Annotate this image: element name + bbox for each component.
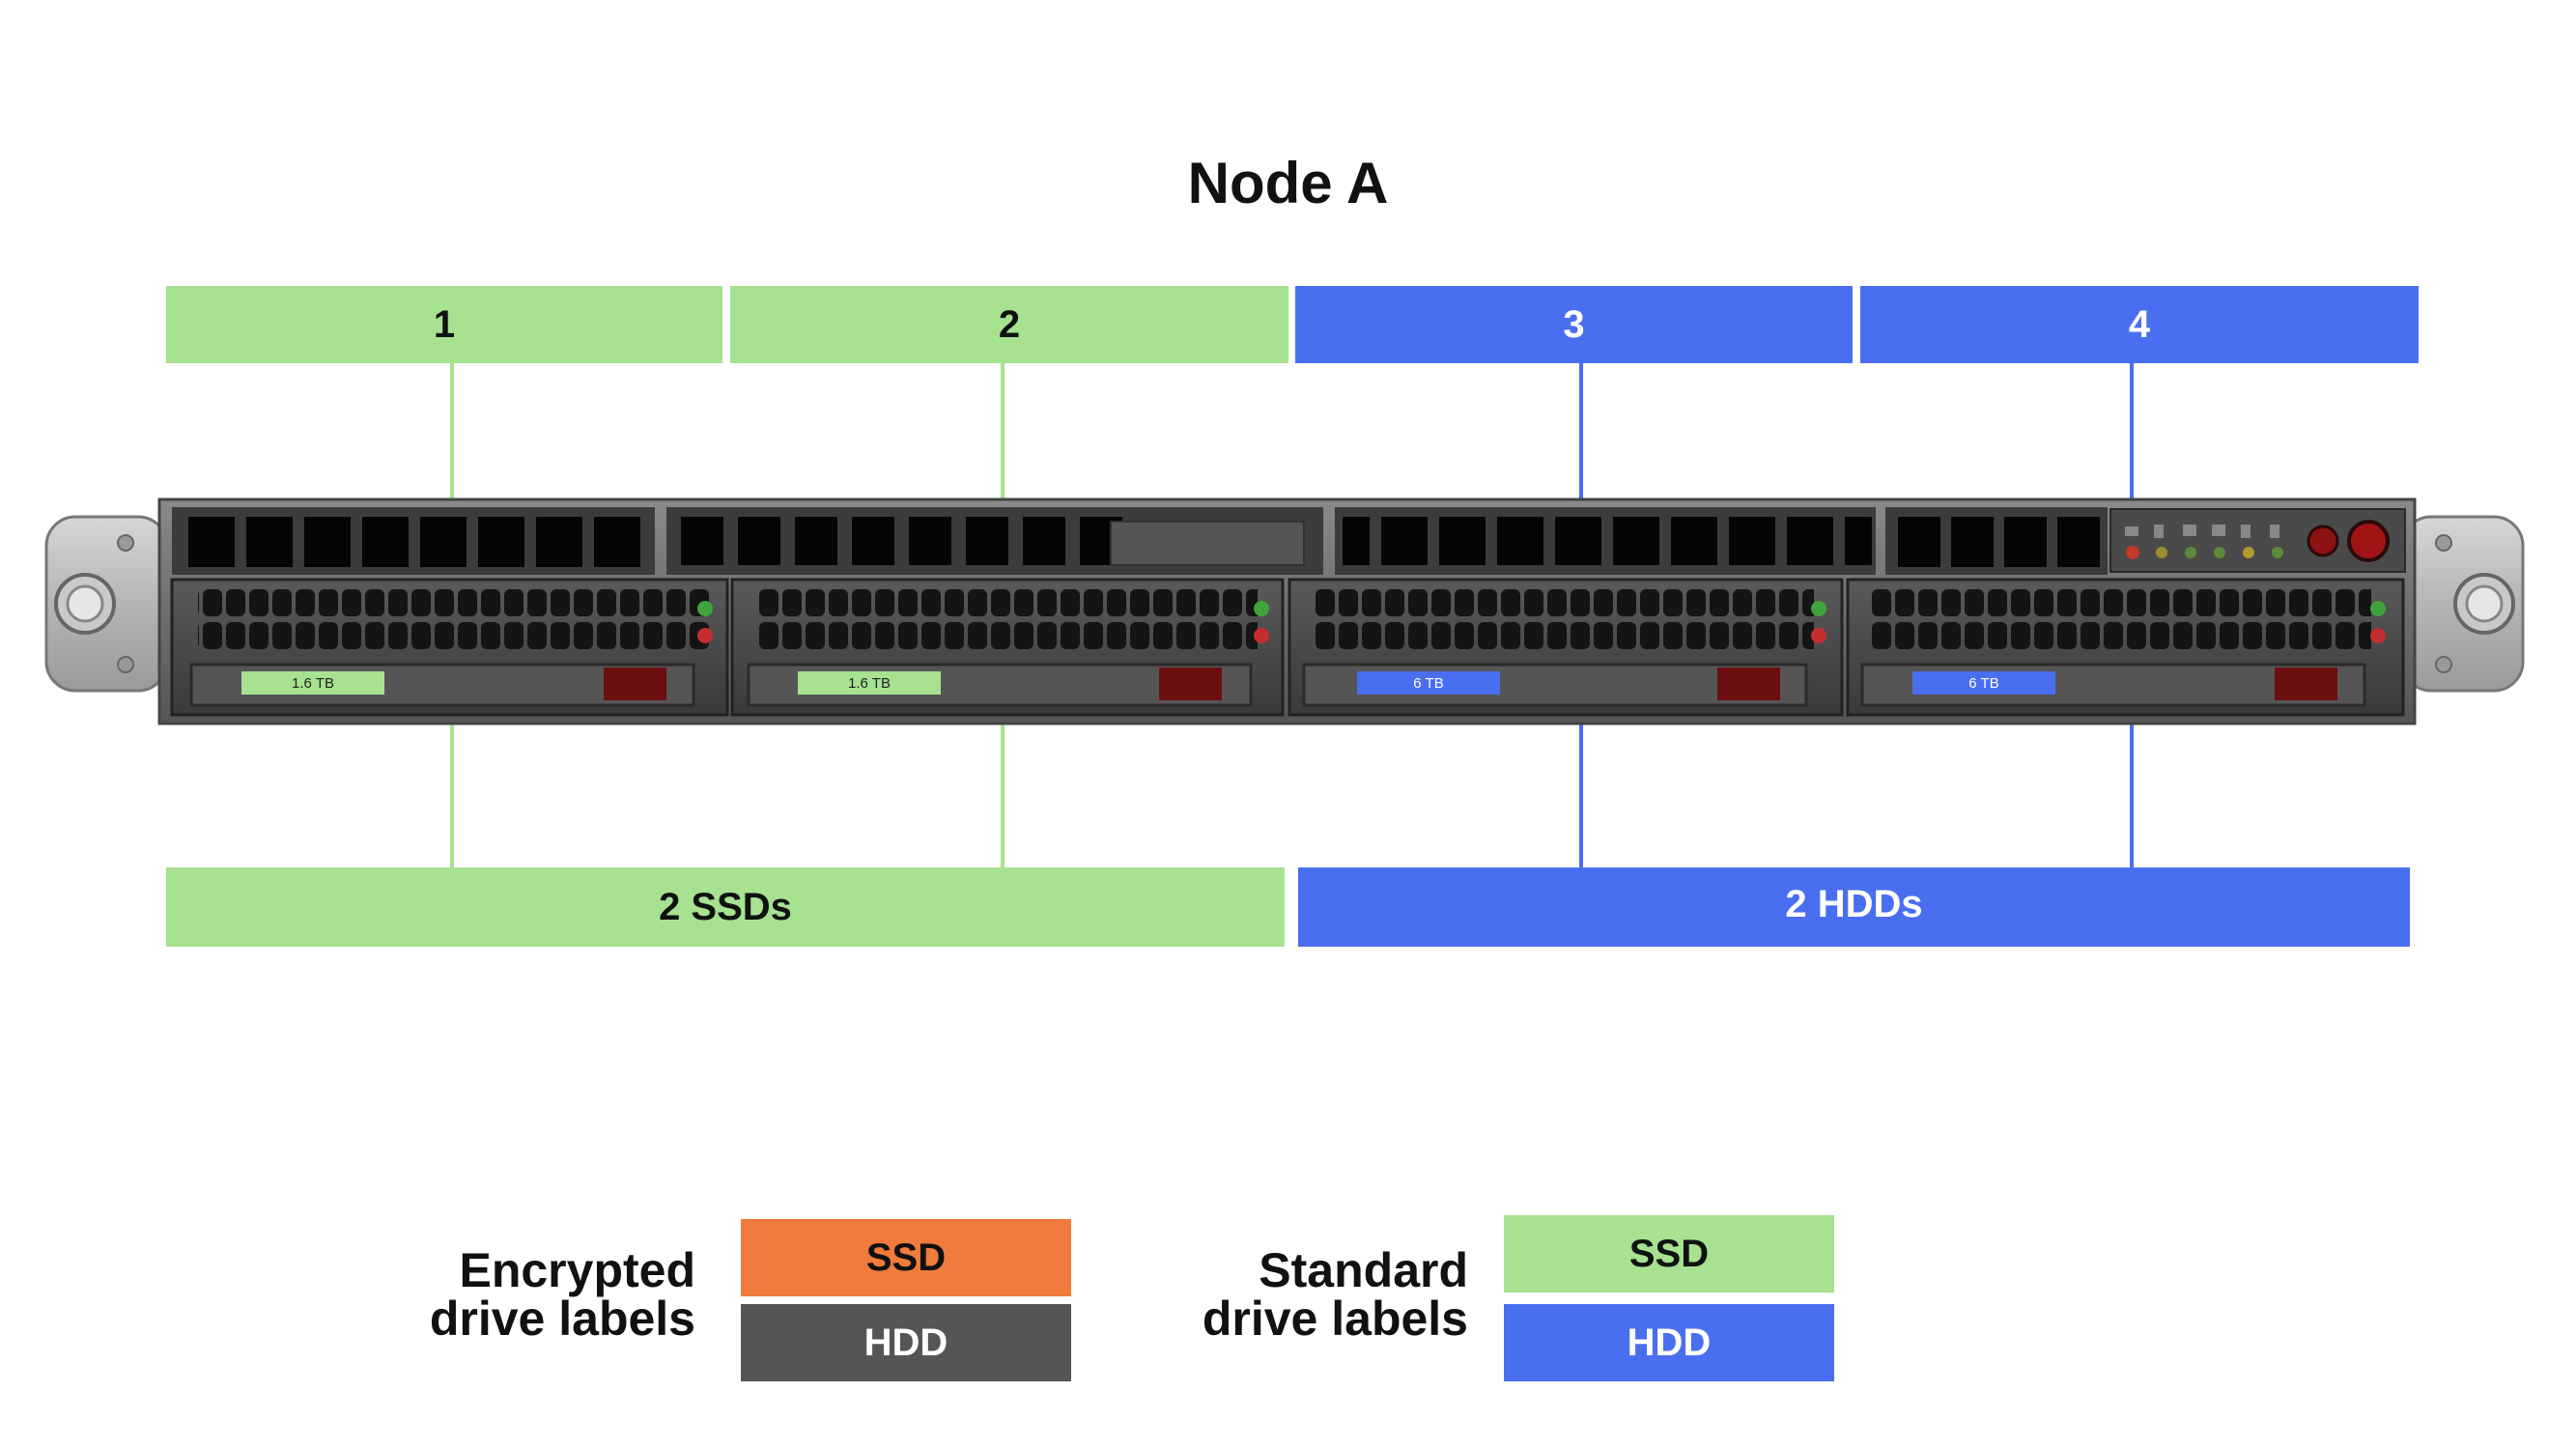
encrypted-hdd-swatch: HDD [741,1304,1071,1381]
slot-1-number: 1 [433,302,456,346]
top-vents [172,507,2108,575]
drive-2-capacity: 1.6 TB [848,675,891,692]
connector-line-3-top [1579,363,1583,500]
slot-4-number: 4 [2128,302,2151,346]
connector-line-3-bottom [1579,723,1583,867]
slot-2-number: 2 [998,302,1021,346]
drive-bay-3: 6 TB [1288,578,1844,717]
encrypted-hdd-label: HDD [863,1321,948,1364]
drive-bay-1: 1.6 TB [170,578,729,717]
drive-3-capacity: 6 TB [1413,675,1443,692]
encrypted-legend-heading: Encrypted drive labels [348,1246,695,1343]
slot-3-number: 3 [1563,302,1585,346]
standard-ssd-swatch: SSD [1504,1215,1834,1293]
standard-hdd-swatch: HDD [1504,1304,1834,1381]
slot-2-label: 2 [730,286,1288,363]
connector-line-4-top [2130,363,2134,500]
connector-line-4-bottom [2130,723,2134,867]
standard-heading-line2: drive labels [1202,1292,1468,1346]
ssd-group-label: 2 SSDs [166,867,1285,947]
drive-bay-2: 1.6 TB [730,578,1285,717]
right-rack-ear [2400,515,2525,693]
encrypted-ssd-label: SSD [865,1236,947,1279]
hdd-group-label: 2 HDDs [1298,867,2410,947]
connector-line-2-bottom [1001,723,1005,867]
standard-legend-heading: Standard drive labels [1101,1246,1468,1343]
server-chassis: 1.6 TB 1.6 TB 6 TB 6 TB [44,497,2525,725]
connector-line-2-top [1001,363,1005,500]
diagram-title: Node A [1187,151,1389,215]
drive-bay-4: 6 TB [1846,578,2405,717]
slot-1-label: 1 [166,286,722,363]
left-rack-ear [44,515,169,693]
encrypted-heading-line2: drive labels [429,1292,695,1346]
slot-3-label: 3 [1295,286,1853,363]
connector-line-1-top [450,363,454,500]
encrypted-heading-line1: Encrypted [459,1243,695,1297]
encrypted-ssd-swatch: SSD [741,1219,1071,1296]
slot-4-label: 4 [1860,286,2419,363]
hdd-group-text: 2 HDDs [1785,883,1923,925]
drive-1-capacity: 1.6 TB [292,675,334,692]
ssd-group-text: 2 SSDs [659,885,792,928]
control-panel [2109,508,2406,573]
standard-heading-line1: Standard [1259,1243,1468,1297]
connector-line-1-bottom [450,723,454,867]
drive-4-capacity: 6 TB [1968,675,1998,692]
standard-hdd-label: HDD [1627,1321,1712,1364]
standard-ssd-label: SSD [1628,1232,1710,1275]
